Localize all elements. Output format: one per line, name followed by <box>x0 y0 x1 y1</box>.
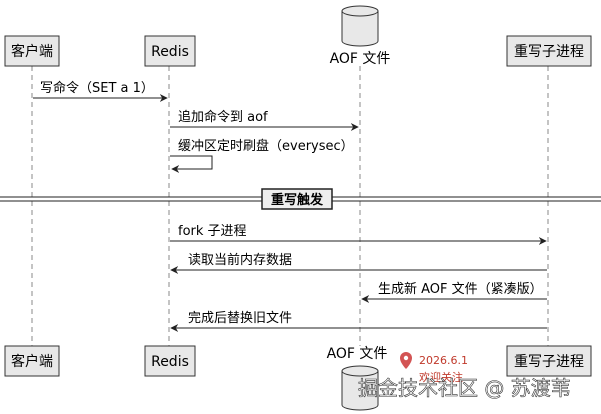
participant-redis-label: Redis <box>151 354 189 370</box>
participant-rewrite-bottom: 重写子进程 <box>506 345 592 377</box>
stamp-date: 2026.6.1 <box>419 354 468 367</box>
message-label: 缓冲区定时刷盘（everysec） <box>178 138 354 154</box>
self-message-arrow <box>170 155 213 173</box>
watermark: 掘金技术社区 @ 苏渡苇 <box>358 376 571 400</box>
participant-aof-bottom: AOF 文件 <box>327 346 388 411</box>
participant-rewrite-label: 重写子进程 <box>514 354 584 370</box>
participant-client-label: 客户端 <box>11 43 53 60</box>
participant-redis-bottom: Redis <box>144 345 196 377</box>
database-icon <box>341 365 379 411</box>
message-label: fork 子进程 <box>178 224 247 239</box>
participant-client-bottom: 客户端 <box>4 345 60 377</box>
participant-aof-label: AOF 文件 <box>330 51 391 67</box>
participant-client-label: 客户端 <box>11 353 53 370</box>
divider-box <box>261 188 333 210</box>
message-label: 读取当前内存数据 <box>188 252 292 268</box>
participant-redis-top: Redis <box>144 35 196 67</box>
participant-aof-label: AOF 文件 <box>327 346 388 362</box>
location-stamp: 2026.6.1 欢迎关注 <box>400 352 468 384</box>
divider-label: 重写触发 <box>271 192 324 208</box>
stamp-follow: 欢迎关注 <box>419 370 463 384</box>
message-label: 写命令（SET a 1） <box>40 80 154 96</box>
participant-redis-label: Redis <box>151 44 189 60</box>
participant-client-top: 客户端 <box>4 35 60 67</box>
message-label: 生成新 AOF 文件（紧凑版） <box>378 281 543 297</box>
location-pin-icon <box>400 352 412 369</box>
message-label: 完成后替换旧文件 <box>188 311 292 326</box>
participant-aof-top: AOF 文件 <box>330 5 391 67</box>
database-icon <box>341 5 379 47</box>
participant-rewrite-top: 重写子进程 <box>506 35 592 67</box>
message-label: 追加命令到 aof <box>178 109 268 125</box>
participant-rewrite-label: 重写子进程 <box>514 44 584 60</box>
